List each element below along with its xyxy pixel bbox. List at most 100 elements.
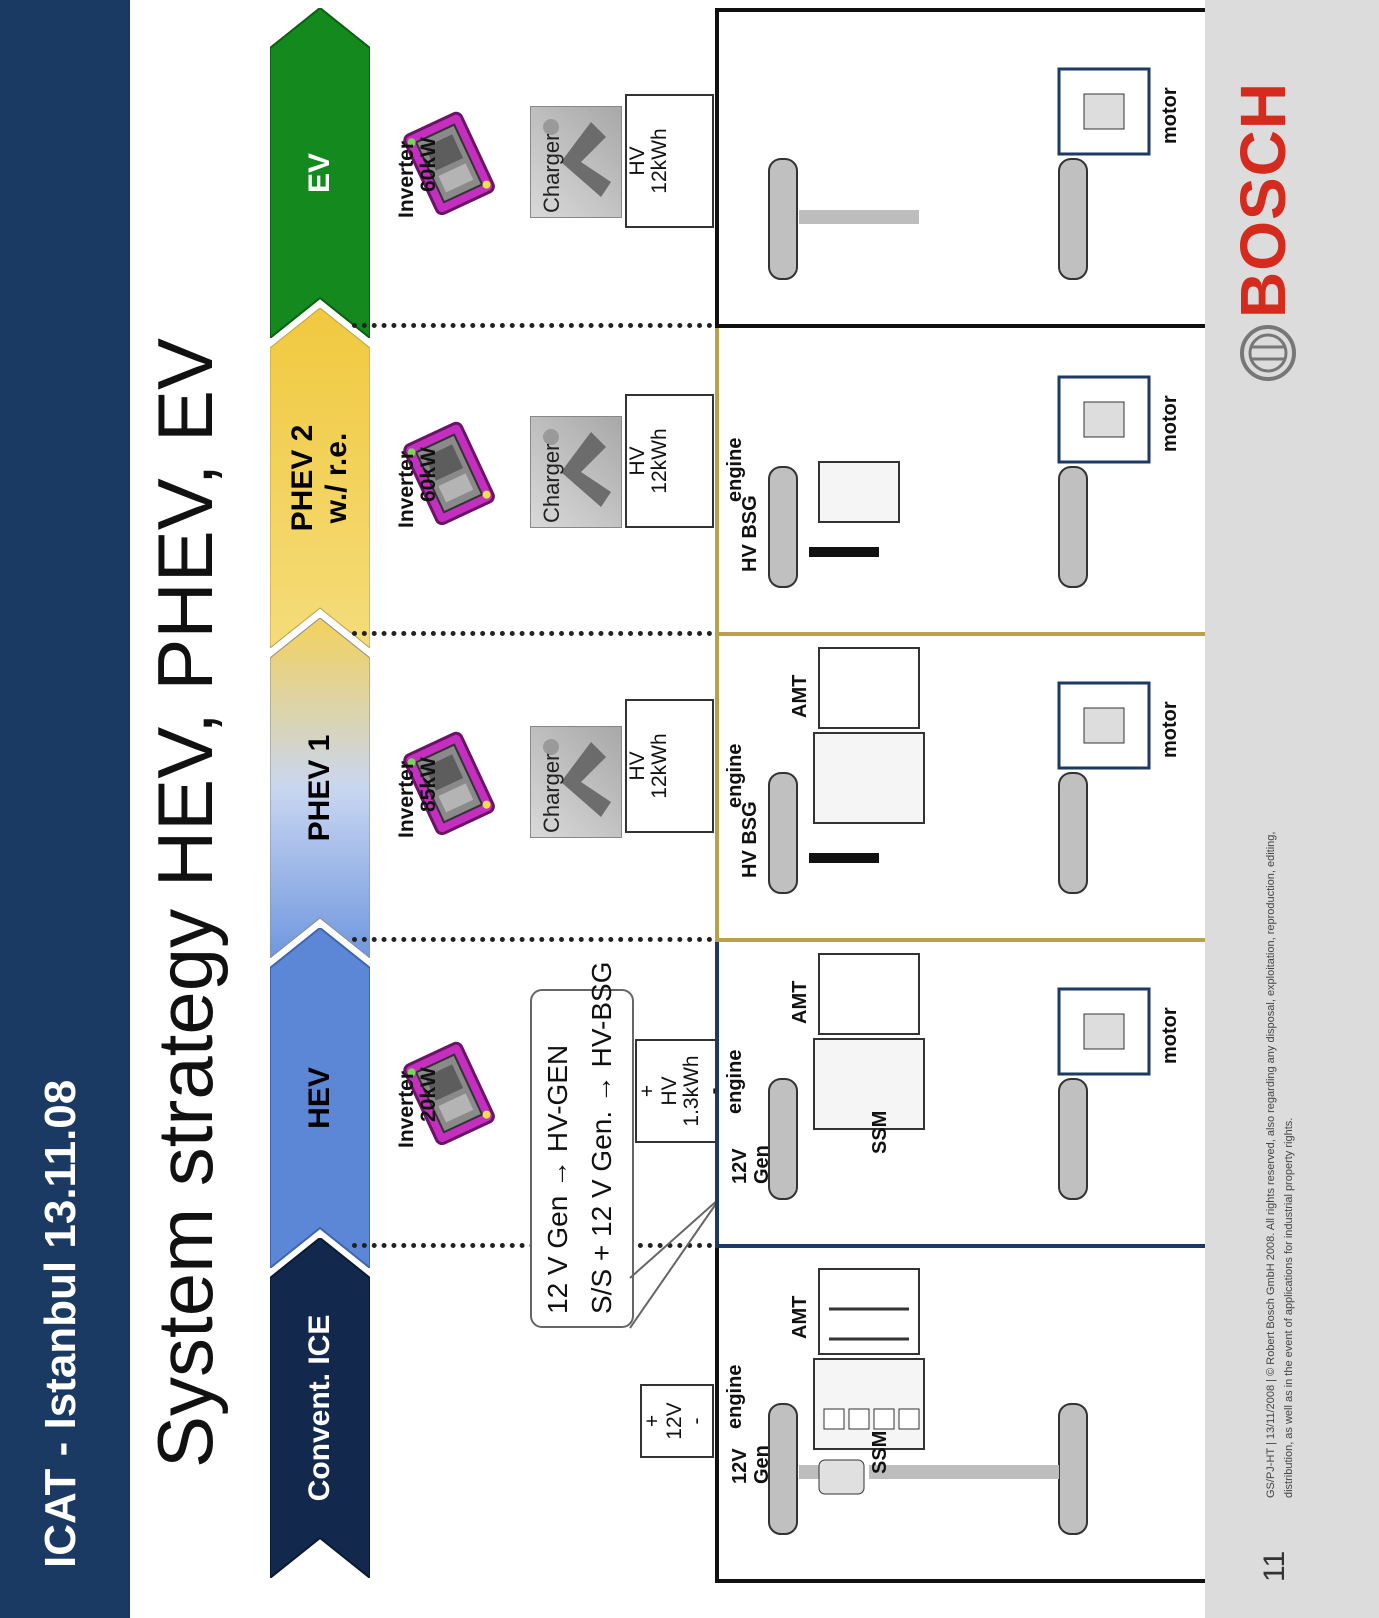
battery-value: 12V — [663, 1402, 686, 1440]
label-engine: engine — [724, 1049, 746, 1114]
drivetrain-diagram — [768, 1268, 1088, 1535]
slide-title: System strategy HEV, PHEV, EV — [141, 337, 229, 1468]
label-motor: motor — [1159, 701, 1181, 758]
cylinder — [848, 1408, 870, 1430]
bsg-bar — [809, 547, 879, 557]
amt-box — [818, 953, 920, 1035]
battery-phev2: HV 12kWh — [625, 394, 714, 528]
motor-rotor — [1083, 1013, 1125, 1050]
battery-minus: - — [685, 1417, 708, 1425]
cylinder — [823, 1408, 845, 1430]
cylinder — [898, 1408, 920, 1430]
battery-plus: + — [641, 1414, 664, 1428]
bosch-logo-inner — [1248, 333, 1288, 373]
chevron-polygon-phev2 — [270, 308, 370, 648]
inverter-label-2: 60kW — [417, 447, 440, 502]
inverter-icon — [403, 421, 495, 526]
label-12v: 12V — [729, 1148, 751, 1184]
front-wheel — [768, 1403, 798, 1535]
callout-line-1: 12 V Gen → HV-GEN — [542, 1044, 573, 1314]
charger-shape — [561, 122, 611, 197]
label-engine: engine — [724, 743, 746, 808]
callout-box: 12 V Gen → HV-GEN S/S + 12 V Gen. → HV-B… — [530, 962, 634, 1328]
panel-ev: motor — [715, 8, 1213, 328]
battery-ev: HV 12kWh — [625, 94, 714, 228]
inverter-label-2: 85kW — [417, 757, 440, 812]
drivetrain-diagram — [768, 375, 1151, 588]
stage-label: EV — [303, 152, 336, 194]
label-amt: AMT — [789, 674, 811, 718]
inverter-label-2: 20kW — [417, 1067, 440, 1122]
stage-phev2: PHEV 2 w./ r.e. — [270, 308, 370, 648]
brand-wordmark: BOSCH — [1227, 81, 1299, 318]
panel-hev: 12V Gen SSM engine AMT motor — [715, 934, 1213, 1248]
charger-icon — [543, 119, 611, 197]
engine-block — [818, 461, 900, 523]
inverter-label-1: Inverter — [395, 140, 418, 218]
rear-wheel — [1058, 1078, 1088, 1200]
inverter-icon — [403, 111, 495, 216]
inverter-icon — [403, 1041, 495, 1146]
battery-type: HV — [658, 1076, 681, 1106]
divider-phev1-phev2 — [352, 631, 732, 636]
motor-rotor — [1083, 93, 1125, 130]
chevron-shape — [270, 618, 370, 958]
bsg-bar — [809, 853, 879, 863]
label-hvbsg: HV BSG — [739, 801, 761, 878]
chevron-polygon-hev — [270, 928, 370, 1268]
drivetrain-diagram — [768, 647, 1151, 894]
header-title: ICAT - Istanbul 13.11.08 — [36, 1079, 85, 1568]
stage-ev: EV — [270, 8, 370, 338]
stage-phev1: PHEV 1 — [270, 618, 370, 958]
inverter-label-1: Inverter — [395, 450, 418, 528]
page-number: 11 — [1258, 1550, 1291, 1582]
motor-rotor — [1083, 401, 1125, 438]
drivetrain-diagram — [768, 953, 1151, 1200]
rear-wheel — [1058, 158, 1088, 280]
charger-ev: Charger — [530, 106, 622, 218]
panel-phev1: HV BSG engine AMT motor — [715, 628, 1213, 942]
stage-label: PHEV 1 — [303, 734, 336, 842]
battery-value: 12kWh — [648, 128, 671, 194]
stage-label: HEV — [303, 1067, 336, 1129]
amt-box — [818, 647, 920, 729]
label-12v: 12V — [729, 1448, 751, 1484]
charger-phev2: Charger — [530, 416, 622, 528]
drivetrain-diagram — [768, 67, 1151, 280]
label-motor: motor — [1159, 1007, 1181, 1064]
label-gen: Gen — [751, 1445, 773, 1484]
amt-box — [818, 1268, 920, 1355]
inverter-phev2: Inverter 60kW — [395, 418, 505, 528]
battery-phev1: HV 12kWh — [625, 699, 714, 833]
label-ssm: SSM — [869, 1430, 891, 1474]
rear-wheel — [1058, 466, 1088, 588]
inverter-label-2: 60kW — [417, 137, 440, 192]
chevron-shape — [270, 8, 370, 338]
front-wheel — [768, 158, 798, 280]
label-amt: AMT — [789, 980, 811, 1024]
charger-label: Charger — [539, 133, 564, 213]
battery-value: 12kWh — [648, 733, 671, 799]
chevron-shape — [270, 308, 370, 648]
battery-type: HV — [626, 446, 649, 476]
bosch-logo-icon — [1240, 325, 1296, 381]
rear-wheel — [1058, 772, 1088, 894]
charger-icon — [543, 429, 611, 507]
divider-phev2-ev — [352, 323, 732, 328]
copyright-line-2: distribution, as well as in the event of… — [1283, 1117, 1295, 1498]
inverter-ev: Inverter 60kW — [395, 108, 505, 218]
stage-label: Convent. ICE — [303, 1314, 336, 1502]
label-amt: AMT — [789, 1295, 811, 1339]
label-engine: engine — [724, 437, 746, 502]
battery-12v: + 12V - — [640, 1384, 714, 1458]
front-wheel — [768, 466, 798, 588]
label-gen: Gen — [751, 1145, 773, 1184]
charger-phev1: Charger — [530, 726, 622, 838]
engine-block — [813, 1038, 925, 1130]
cylinder — [873, 1408, 895, 1430]
label-motor: motor — [1159, 87, 1181, 144]
battery-value: 1.3kWh — [680, 1055, 703, 1127]
engine-block — [813, 732, 925, 824]
front-axle — [799, 210, 919, 224]
copyright-text: GS/PJ-HT | 13/11/2008 | © Robert Bosch G… — [1262, 398, 1298, 1498]
